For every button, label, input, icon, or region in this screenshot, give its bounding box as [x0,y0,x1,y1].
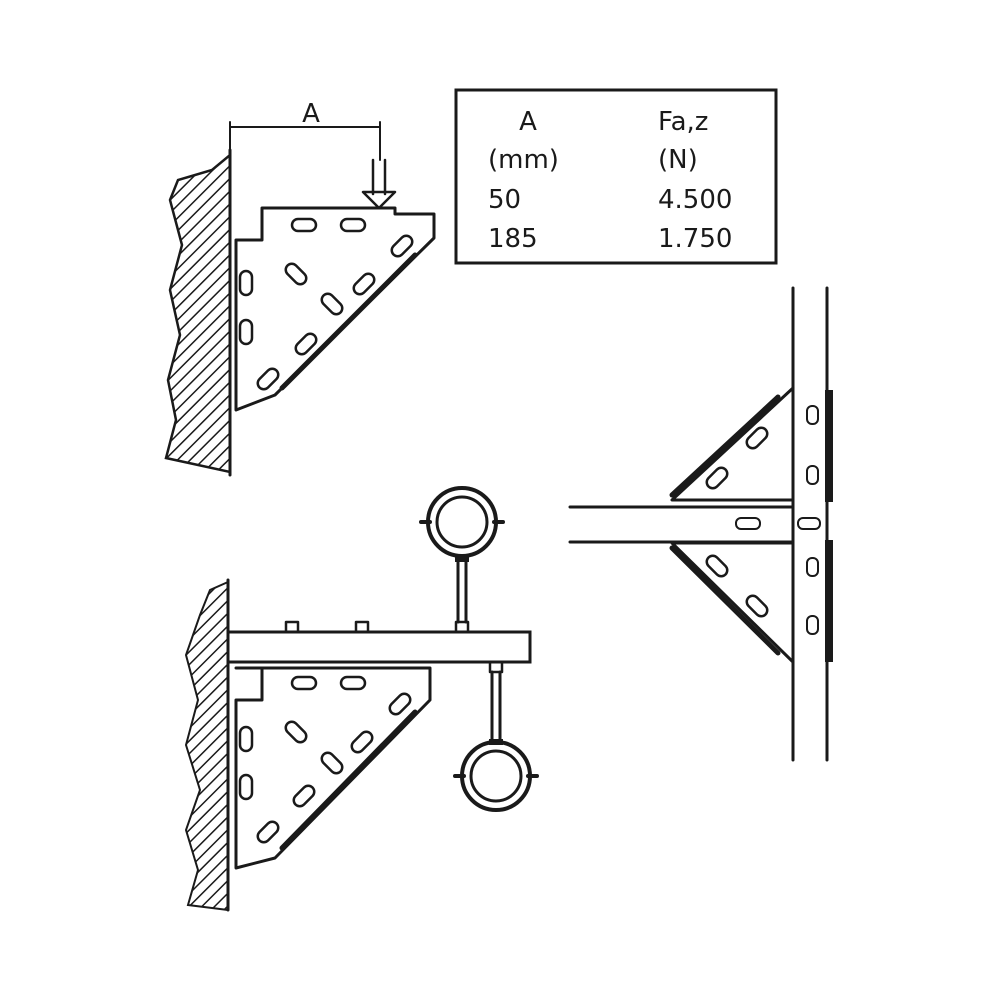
pipe-clamp-lower [453,670,539,812]
bracket-with-beam-view [184,486,539,912]
bracket-lower-right [669,541,795,664]
horizontal-beam [568,505,795,544]
dimension-a-label: A [302,99,320,129]
dimension-a: A [229,99,381,161]
rail-fastener-plates [797,390,833,662]
col-a-header: A [519,107,537,137]
bracket-top-left [234,206,436,412]
row-1-a: 50 [488,185,521,215]
col-a-unit: (mm) [488,145,559,175]
row-1-f: 4.500 [658,185,732,215]
load-table: A (mm) Fa,z (N) 50 4.500 185 1.750 [454,88,778,265]
bracket-upper-right [669,386,795,502]
col-f-header: Fa,z [658,107,708,137]
wall-hatch-bottom [184,580,229,912]
pipe-clamp-upper [419,486,505,624]
wall-hatch-top [164,152,232,474]
col-f-unit: (N) [658,145,698,175]
rail-mounted-brackets-view [568,286,833,762]
row-2-f: 1.750 [658,224,732,254]
bracket-bottom-left [234,666,432,870]
row-2-a: 185 [488,224,538,254]
support-beam [226,620,532,674]
wall-mounted-bracket-view: A [164,99,436,477]
load-arrow [361,158,397,210]
